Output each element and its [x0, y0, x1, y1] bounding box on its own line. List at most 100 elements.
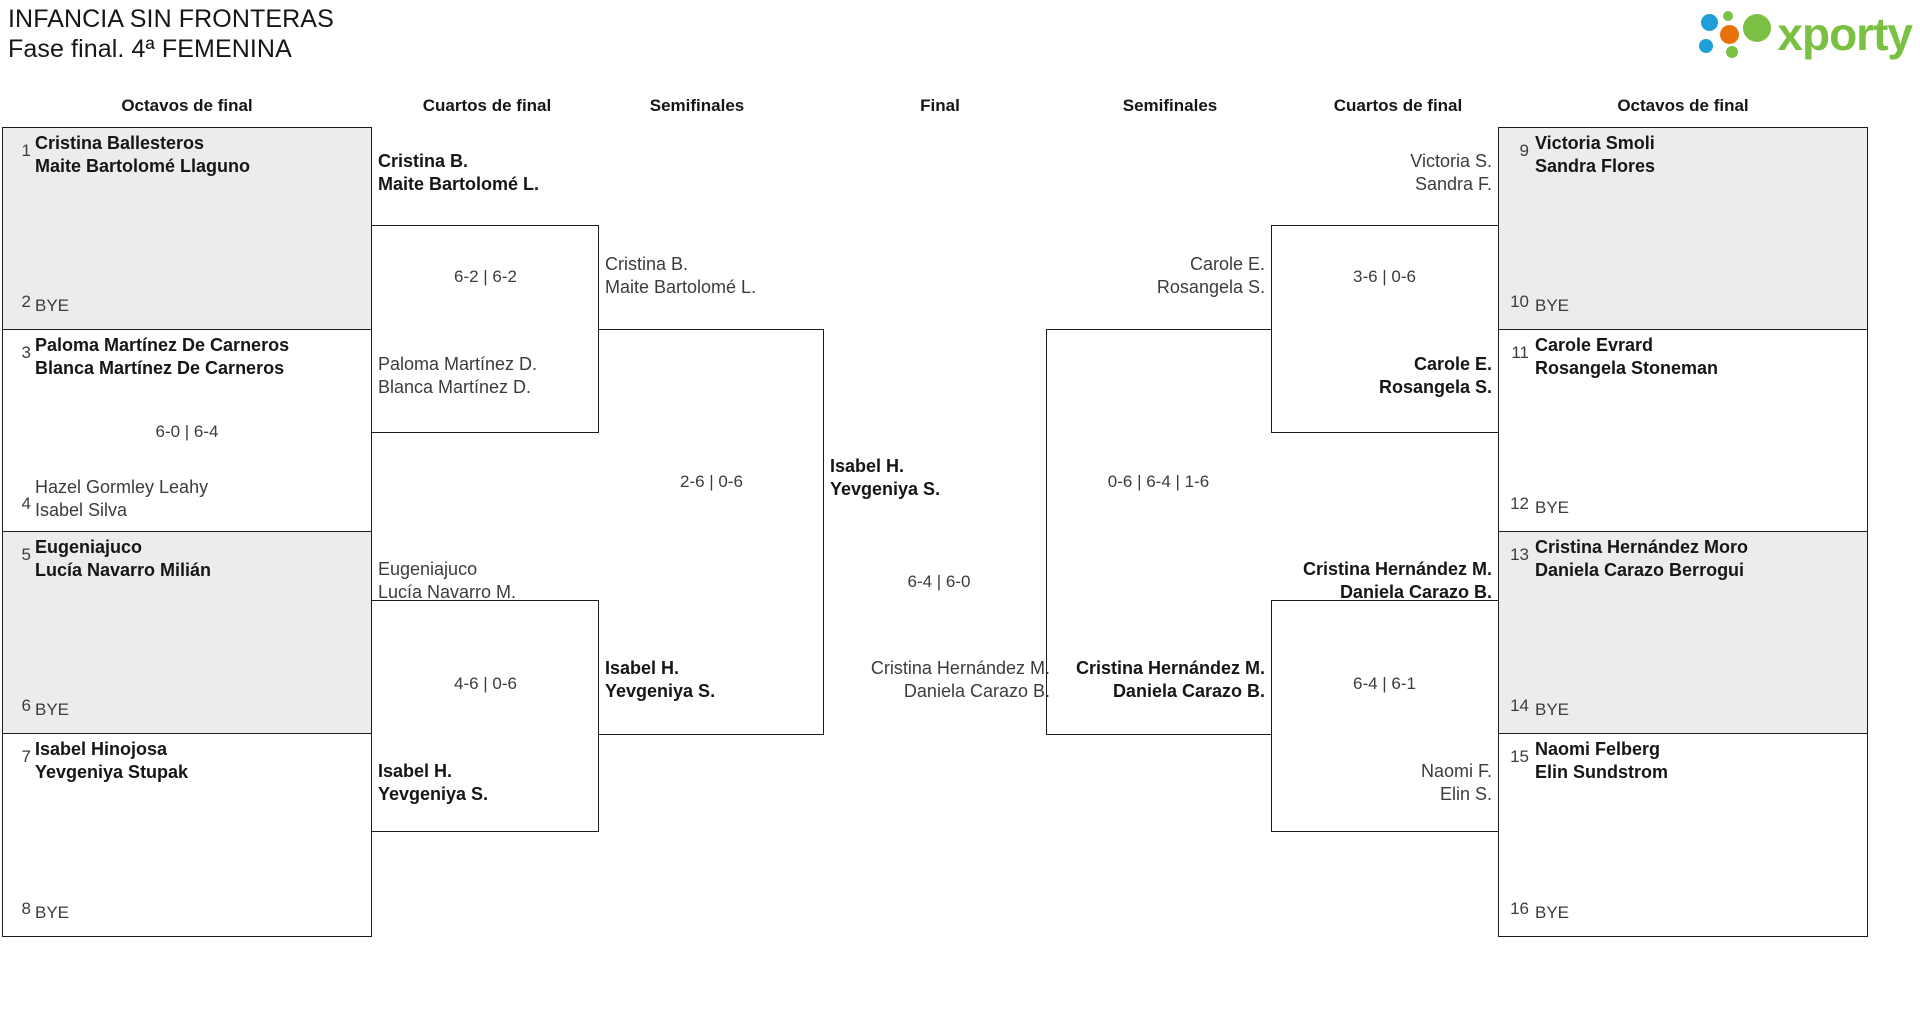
round-title-left-qf: Cuartos de final	[422, 96, 552, 115]
round-title-left-sf: Semifinales	[649, 96, 745, 115]
match-score-final: 6-4 | 6-0	[907, 572, 971, 591]
player-name: Cristina Hernández M.	[870, 658, 1050, 678]
bye-label: BYE	[1535, 903, 1570, 922]
seed-slot-13-14[interactable]: 13 Cristina Hernández Moro Daniela Caraz…	[1499, 532, 1867, 734]
player-name: Sandra F.	[1414, 174, 1492, 194]
connector-right-qf-top	[1271, 225, 1498, 433]
match-score-left-r16-2: 6-0 | 6-4	[155, 422, 219, 441]
player-name: Cristina Hernández M.	[1302, 559, 1492, 579]
player-name: Maite Bartolomé L.	[378, 174, 540, 194]
seed-names: Victoria Smoli Sandra Flores	[1535, 132, 1655, 178]
seed-slot-11-12[interactable]: 11 Carole Evrard Rosangela Stoneman 12 B…	[1499, 330, 1867, 532]
player-name: Naomi Felberg	[1535, 739, 1661, 759]
round-title-right-r16: Octavos de final	[1617, 96, 1749, 115]
player-name: Daniela Carazo B.	[1112, 681, 1265, 701]
seed-names: Naomi Felberg Elin Sundstrom	[1535, 738, 1668, 784]
player-name: Victoria S.	[1410, 151, 1492, 171]
tournament-name: INFANCIA SIN FRONTERAS	[8, 5, 334, 33]
right-qf-top-loser: Victoria S. Sandra F.	[1236, 150, 1492, 196]
final-right-entrant: Cristina Hernández M. Daniela Carazo B.	[770, 657, 1050, 703]
seed-number: 9	[1519, 141, 1529, 160]
seed-names: Eugeniajuco Lucía Navarro Milián	[35, 536, 211, 582]
seed-number: 14	[1510, 696, 1529, 715]
player-name: Yevgeniya S.	[605, 681, 716, 701]
player-name: Paloma Martínez De Carneros	[35, 335, 290, 355]
match-score-left-sf: 2-6 | 0-6	[679, 472, 743, 491]
match-score-right-qf-bottom: 6-4 | 6-1	[1352, 674, 1416, 693]
player-name: Eugeniajuco	[378, 559, 478, 579]
player-name: Lucía Navarro M.	[378, 582, 517, 602]
player-name: Elin Sundstrom	[1535, 762, 1669, 782]
player-name: Rosangela Stoneman	[1535, 358, 1719, 378]
seed-slot-15-16[interactable]: 15 Naomi Felberg Elin Sundstrom 16 BYE	[1499, 734, 1867, 936]
connector-right-qf-bottom	[1271, 600, 1498, 832]
round-title-right-qf: Cuartos de final	[1333, 96, 1463, 115]
player-name: Cristina Hernández Moro	[1535, 537, 1749, 557]
seed-number: 4	[21, 494, 31, 513]
seed-slot-7-8[interactable]: 7 Isabel Hinojosa Yevgeniya Stupak 8 BYE	[3, 734, 371, 936]
player-name: Rosangela S.	[1378, 377, 1492, 397]
seed-number: 12	[1510, 494, 1529, 513]
player-name: Isabel Hinojosa	[35, 739, 168, 759]
match-score-left-qf-top: 6-2 | 6-2	[453, 267, 517, 286]
bye-label: BYE	[35, 700, 70, 719]
player-name: Carole E.	[1413, 354, 1492, 374]
left-sf-loser: Cristina B. Maite Bartolomé L.	[605, 253, 756, 299]
player-name: Isabel H.	[830, 456, 905, 476]
connector-left-qf-top	[372, 225, 599, 433]
seed-number: 7	[21, 747, 31, 766]
seed-number: 2	[21, 292, 31, 311]
bye-label: BYE	[35, 296, 70, 315]
right-qf-bottom-winner: Cristina Hernández M. Daniela Carazo B.	[1236, 558, 1492, 604]
player-name: Victoria Smoli	[1535, 133, 1655, 153]
right-qf-bottom-loser: Naomi F. Elin S.	[1236, 760, 1492, 806]
player-name: Carole Evrard	[1535, 335, 1654, 355]
player-name: Blanca Martínez De Carneros	[35, 358, 285, 378]
player-name: Daniela Carazo B.	[1339, 582, 1492, 602]
round-title-left-r16: Octavos de final	[121, 96, 253, 115]
xporty-logo: xporty	[1699, 6, 1913, 62]
tournament-phase: Fase final. 4ª FEMENINA	[8, 35, 292, 63]
seed-number: 10	[1510, 292, 1529, 311]
player-name: Elin S.	[1439, 784, 1492, 804]
seed-slot-9-10[interactable]: 9 Victoria Smoli Sandra Flores 10 BYE	[1499, 128, 1867, 330]
seed-slot-1-2[interactable]: 1 Cristina Ballesteros Maite Bartolomé L…	[3, 128, 371, 330]
seed-number: 8	[21, 899, 31, 918]
left-qf-bottom-loser: Eugeniajuco Lucía Navarro M.	[378, 558, 516, 604]
seed-number: 5	[21, 545, 31, 564]
seed-names: Cristina Hernández Moro Daniela Carazo B…	[1535, 536, 1748, 582]
right-qf-top-winner: Carole E. Rosangela S.	[1236, 353, 1492, 399]
player-name: Lucía Navarro Milián	[35, 560, 212, 580]
left-qf-top-winner: Cristina B. Maite Bartolomé L.	[378, 150, 539, 196]
player-name: Yevgeniya Stupak	[35, 762, 189, 782]
left-round-of-16-column: 1 Cristina Ballesteros Maite Bartolomé L…	[2, 127, 372, 937]
seed-slot-5-6[interactable]: 5 Eugeniajuco Lucía Navarro Milián 6 BYE	[3, 532, 371, 734]
player-name: Isabel H.	[605, 658, 680, 678]
logo-wordmark: xporty	[1777, 8, 1913, 60]
left-qf-top-loser: Paloma Martínez D. Blanca Martínez D.	[378, 353, 537, 399]
player-name: Cristina B.	[378, 151, 469, 171]
player-name: Eugeniajuco	[35, 537, 143, 557]
seed-number: 6	[21, 696, 31, 715]
bye-label: BYE	[1535, 700, 1570, 719]
final-left-entrant: Isabel H. Yevgeniya S.	[830, 455, 940, 501]
right-sf-loser: Carole E. Rosangela S.	[1015, 253, 1265, 299]
seed-names: Paloma Martínez De Carneros Blanca Martí…	[35, 334, 289, 380]
player-name: Hazel Gormley Leahy	[35, 477, 209, 497]
player-name: Naomi F.	[1420, 761, 1492, 781]
player-name: Cristina B.	[605, 254, 689, 274]
player-name: Cristina Ballesteros	[35, 133, 205, 153]
bye-label: BYE	[1535, 498, 1570, 517]
seed-slot-3-4[interactable]: 3 Paloma Martínez De Carneros Blanca Mar…	[3, 330, 371, 532]
player-name: Rosangela S.	[1156, 277, 1265, 297]
bye-label: BYE	[35, 903, 70, 922]
connector-right-sf	[1046, 329, 1271, 735]
player-name: Blanca Martínez D.	[378, 377, 532, 397]
player-name: Yevgeniya S.	[378, 784, 489, 804]
player-name: Yevgeniya S.	[830, 479, 941, 499]
seed-names: Isabel Hinojosa Yevgeniya Stupak	[35, 738, 188, 784]
player-name: Sandra Flores	[1535, 156, 1656, 176]
right-round-of-16-column: 9 Victoria Smoli Sandra Flores 10 BYE 11…	[1498, 127, 1868, 937]
seed-number: 16	[1510, 899, 1529, 918]
